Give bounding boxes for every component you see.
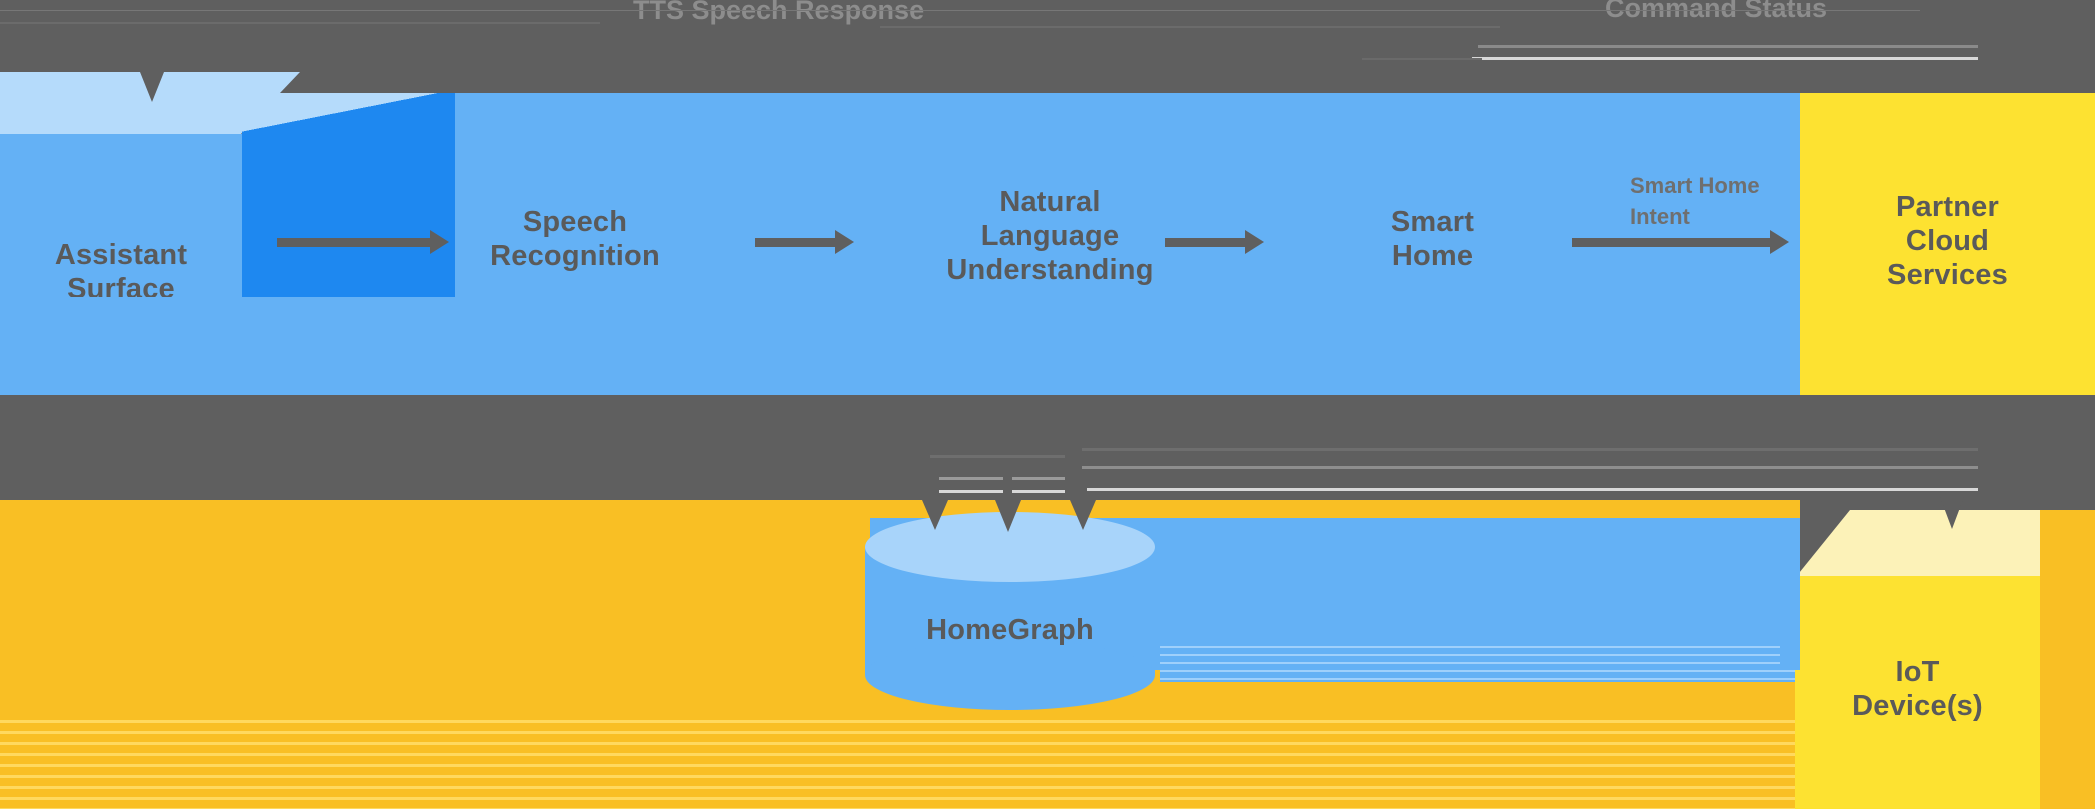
arrow-into-homegraph-1-head bbox=[922, 500, 948, 530]
iot-device-label-line2: Device(s) bbox=[1852, 690, 1983, 723]
homegraph-label: HomeGraph bbox=[865, 613, 1155, 647]
homegraph-label-line1: HomeGraph bbox=[926, 614, 1094, 646]
assistant-surface-front-face bbox=[0, 134, 242, 297]
connector-line-status-stub bbox=[1362, 58, 1482, 60]
arrow-into-homegraph-1-shaft bbox=[930, 475, 939, 505]
assistant-surface-label-line1: Assistant bbox=[54, 239, 188, 271]
band-blue-near-iot bbox=[1780, 518, 1800, 670]
arrow-smarthome-to-partner bbox=[1572, 230, 1789, 254]
iot-device-label-line1: IoT bbox=[1895, 656, 1940, 688]
iot-device-front-face bbox=[1795, 576, 2040, 809]
connector-line-top-left bbox=[0, 22, 600, 24]
connector-line-status-upper bbox=[1478, 45, 1978, 48]
arrow-assistant-to-speech bbox=[277, 230, 449, 254]
connector-iot-long-c bbox=[1082, 488, 1978, 491]
partner-cloud-label-line2: Cloud bbox=[1905, 225, 1990, 258]
arrow-down-into-assistant-surface bbox=[140, 72, 164, 102]
homegraph-cylinder-bottom bbox=[865, 640, 1155, 710]
connector-iot-long-b bbox=[1082, 466, 1978, 469]
nlu-label: Natural Language Understanding bbox=[855, 185, 1245, 288]
smart-home-intent-line2: Intent bbox=[1630, 204, 1690, 229]
assistant-surface-bevel bbox=[242, 93, 455, 135]
partner-cloud-label-line1: Partner bbox=[1896, 191, 1999, 223]
nlu-label-line3: Understanding bbox=[946, 254, 1154, 287]
arrow-into-homegraph-3-shaft bbox=[1078, 475, 1087, 505]
arrow-into-homegraph-3-head bbox=[1070, 500, 1096, 530]
connector-iot-long-a bbox=[1082, 448, 1978, 451]
connector-line-status-lower bbox=[1472, 57, 1978, 60]
speech-recognition-label-line2: Recognition bbox=[490, 240, 660, 273]
nlu-label-line1: Natural bbox=[999, 186, 1101, 218]
partner-cloud-label-line3: Services bbox=[1887, 259, 2008, 292]
arrow-speech-to-nlu bbox=[755, 230, 854, 254]
speech-recognition-label: Speech Recognition bbox=[450, 205, 700, 273]
connector-homegraph-stub-b bbox=[930, 477, 1065, 480]
speech-recognition-label-line1: Speech bbox=[522, 206, 628, 238]
arrow-down-into-iot-device bbox=[1940, 497, 1964, 529]
label-command-status: Command Status bbox=[1605, 0, 1828, 23]
label-tts-speech-response: TTS Speech Response bbox=[633, 0, 925, 25]
arrow-into-homegraph-2-shaft bbox=[1003, 475, 1012, 505]
smart-home-label-line1: Smart bbox=[1390, 206, 1475, 238]
iot-device-side-face bbox=[2040, 510, 2095, 809]
smart-home-label: Smart Home bbox=[1320, 205, 1545, 273]
nlu-label-line2: Language bbox=[980, 220, 1120, 253]
connector-line-top-full bbox=[0, 10, 1920, 11]
connector-homegraph-stub-c bbox=[930, 490, 1065, 493]
partner-cloud-band bbox=[1800, 93, 2095, 395]
connector-line-top-mid bbox=[880, 26, 1500, 28]
partner-cloud-services-label: Partner Cloud Services bbox=[1800, 190, 2095, 293]
iot-device-label: IoT Device(s) bbox=[1795, 655, 2040, 723]
arrow-nlu-to-smarthome bbox=[1165, 230, 1264, 254]
connector-homegraph-stub-a bbox=[930, 455, 1065, 458]
arrow-into-homegraph-2-head bbox=[995, 500, 1021, 532]
smart-home-intent-line1: Smart Home bbox=[1630, 173, 1760, 198]
processing-band-row1-left-extension bbox=[0, 297, 455, 395]
smart-home-label-line2: Home bbox=[1391, 240, 1474, 273]
